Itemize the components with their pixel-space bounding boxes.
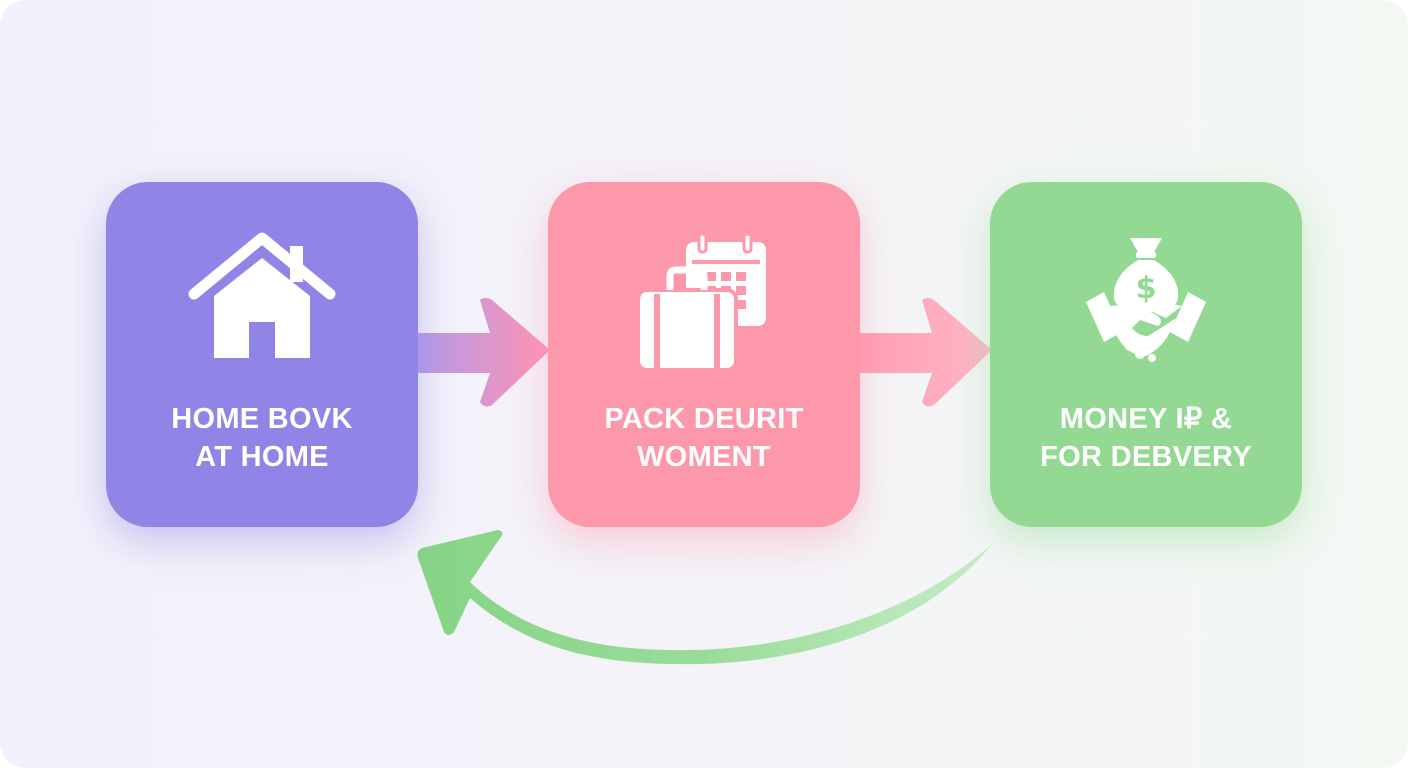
step-label-money-line1: MONEY I₽ & [1059,403,1233,435]
suitcase-icon [636,266,738,372]
step-label-home-line1: HOME BOVK [171,403,353,435]
money-bag-handshake-icon: $ [1086,238,1206,362]
dollar-sign: $ [1136,271,1157,306]
handshake-icon [1086,292,1206,362]
step-card-pack: PACK DEURIT WOMENT [548,182,860,527]
arrow-money-to-home [417,530,992,665]
step-label-money: MONEY I₽ & FOR DEBVERY [1000,400,1292,476]
step-label-money-line2: FOR DEBVERY [1040,441,1252,473]
step-label-home-line2: AT HOME [195,441,329,473]
arrow-home-to-pack [418,298,550,407]
step-card-home: HOME BOVK AT HOME [106,182,418,527]
step-label-pack-line2: WOMENT [637,441,771,473]
arrow-pack-to-money [860,298,992,407]
suitcase-calendar-icon [636,232,766,372]
step-label-pack-line1: PACK DEURIT [604,403,804,435]
step-label-home: HOME BOVK AT HOME [116,400,408,476]
house-icon [188,232,336,358]
step-label-pack: PACK DEURIT WOMENT [558,400,850,476]
step-card-money: $ MONEY I₽ & FOR DEBVERY [990,182,1302,527]
money-bag-icon: $ [1113,238,1179,312]
